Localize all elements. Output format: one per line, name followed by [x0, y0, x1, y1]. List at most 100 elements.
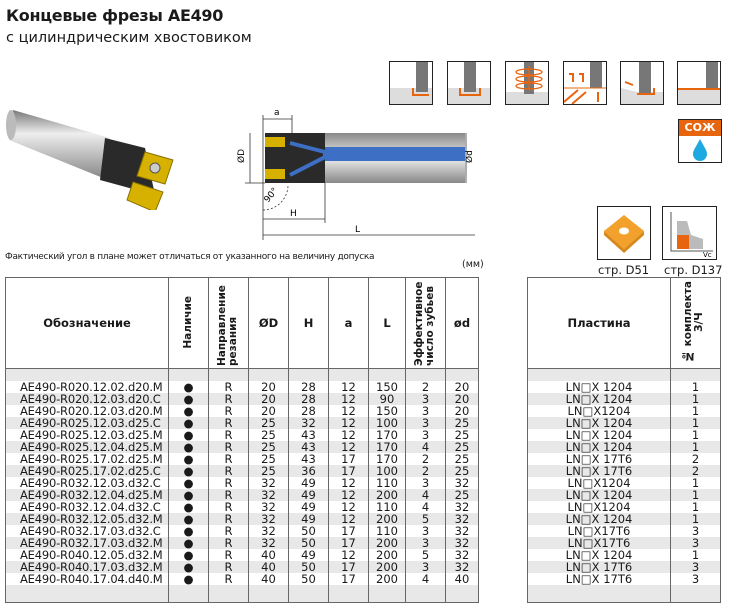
coolant-label: СОЖ [679, 120, 721, 136]
blank-cell [248, 368, 289, 381]
cell: 2 [405, 380, 446, 393]
cell: 3 [405, 524, 446, 537]
cell: ● [168, 464, 209, 477]
cutting-data-ref-icon[interactable]: Vc [662, 206, 717, 260]
cell: 32 [445, 548, 479, 561]
cell: 170 [368, 440, 406, 453]
cell: 49 [288, 512, 329, 525]
blank-cell [527, 584, 671, 603]
cell: ● [168, 392, 209, 405]
cell: 50 [288, 572, 329, 585]
cell: 1 [670, 416, 721, 429]
cell: 170 [368, 452, 406, 465]
cell: 32 [248, 500, 289, 513]
cell: ● [168, 452, 209, 465]
row-label: AE490-R020.12.03.d20.M [5, 404, 169, 417]
cell: ● [168, 524, 209, 537]
cell: 3 [405, 404, 446, 417]
cell: 1 [670, 488, 721, 501]
cell: 25 [445, 428, 479, 441]
cell: 2 [670, 464, 721, 477]
cell: 200 [368, 488, 406, 501]
cell: 12 [328, 548, 369, 561]
cell: ● [168, 488, 209, 501]
plunge-icon [620, 61, 664, 105]
cell: 3 [405, 416, 446, 429]
cell: 17 [328, 572, 369, 585]
blank-cell [208, 584, 249, 603]
cell: 2 [670, 452, 721, 465]
row-label: AE490-R040.12.05.d32.M [5, 548, 169, 561]
tool-photo [6, 110, 174, 210]
row-label: LN□X 17T6 [527, 572, 671, 585]
insert-page-ref[interactable]: стр. D51 [598, 263, 650, 277]
row-label: AE490-R032.12.04.d25.M [5, 488, 169, 501]
row-label: LN□X1204 [527, 404, 671, 417]
page-title: Концевые фрезы AE490 [6, 6, 224, 25]
cell: 32 [248, 476, 289, 489]
insert-ref-icon[interactable] [597, 206, 651, 260]
cell: R [208, 452, 249, 465]
cell: 25 [445, 452, 479, 465]
cell: 50 [288, 560, 329, 573]
units-label: (мм) [462, 259, 484, 270]
cell: 25 [445, 416, 479, 429]
row-label: AE490-R025.12.03.d25.C [5, 416, 169, 429]
cell: 5 [405, 512, 446, 525]
cell: 40 [445, 572, 479, 585]
blank-cell [405, 368, 446, 381]
cell: 12 [328, 428, 369, 441]
row-label: AE490-R020.12.02.d20.M [5, 380, 169, 393]
cell: R [208, 440, 249, 453]
cell: 4 [405, 488, 446, 501]
cell: 1 [670, 404, 721, 417]
cell: 110 [368, 500, 406, 513]
page-subtitle: с цилиндрическим хвостовиком [6, 30, 252, 46]
cell: 2 [405, 452, 446, 465]
cell: 150 [368, 404, 406, 417]
dim-D: ØD [236, 149, 247, 163]
col-designation: Обозначение [5, 277, 169, 369]
cell: 32 [445, 536, 479, 549]
cell: 20 [445, 392, 479, 405]
row-label: AE490-R025.17.02.d25.C [5, 464, 169, 477]
row-label: LN□X 1204 [527, 380, 671, 393]
row-label: AE490-R032.17.03.d32.M [5, 536, 169, 549]
row-label: LN□X 1204 [527, 416, 671, 429]
cell: R [208, 536, 249, 549]
cell: 2 [405, 464, 446, 477]
dim-angle: 90° [263, 186, 281, 205]
cell: 1 [670, 548, 721, 561]
cell: 32 [445, 500, 479, 513]
cell: 49 [288, 500, 329, 513]
row-label: LN□X17T6 [527, 524, 671, 537]
cell: 25 [445, 440, 479, 453]
cell: 28 [288, 380, 329, 393]
row-label: LN□X 1204 [527, 488, 671, 501]
cell: 1 [670, 512, 721, 525]
cell: 17 [328, 536, 369, 549]
cell: 25 [248, 428, 289, 441]
col-d: ød [445, 277, 479, 369]
cell: 12 [328, 392, 369, 405]
cell: 50 [288, 536, 329, 549]
water-drop-icon [693, 139, 707, 161]
cutting-data-page-ref[interactable]: стр. D137 [664, 263, 723, 277]
blank-cell [288, 368, 329, 381]
cell: 12 [328, 380, 369, 393]
cell: 40 [248, 548, 289, 561]
row-label: LN□X 1204 [527, 440, 671, 453]
blank-cell [670, 584, 721, 603]
row-label: LN□X 1204 [527, 392, 671, 405]
cell: R [208, 392, 249, 405]
cell: 28 [288, 404, 329, 417]
row-label: LN□X 1204 [527, 548, 671, 561]
